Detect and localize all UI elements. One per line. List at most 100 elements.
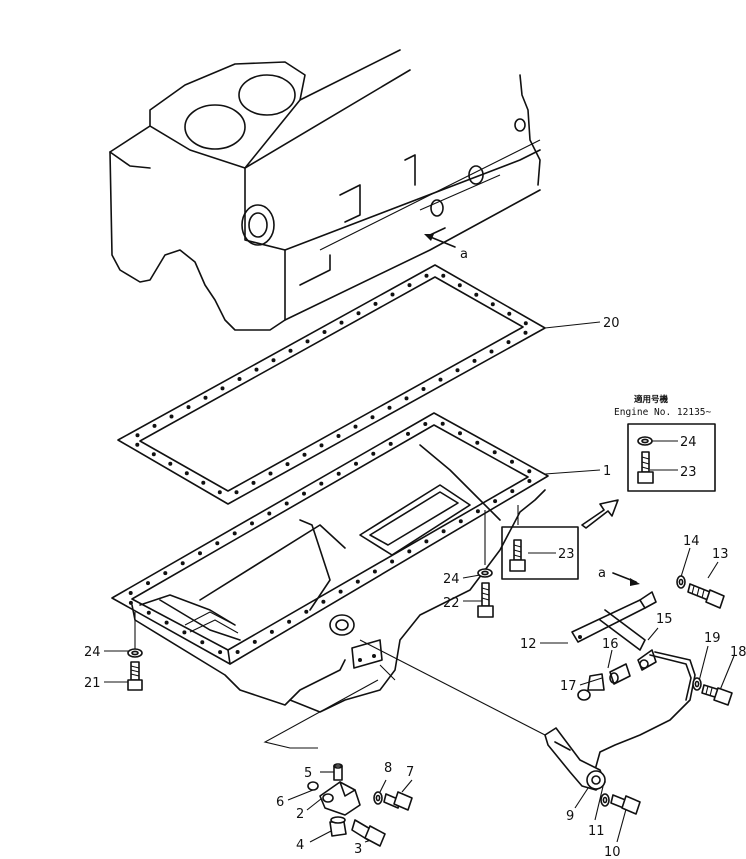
- bolt-hole: [305, 339, 310, 344]
- dipstick-bracket-assembly: [571, 591, 696, 771]
- washer-8: [373, 791, 383, 805]
- bolt-hole: [527, 479, 532, 483]
- bolt-hole: [234, 490, 239, 495]
- bolt-hole: [146, 610, 151, 615]
- bolt-hole: [441, 273, 446, 278]
- callout-24-note: 24: [680, 435, 697, 450]
- callout-22: 22: [443, 596, 460, 611]
- bolt-hole: [421, 387, 426, 391]
- bolt-hole: [404, 396, 409, 401]
- callout-13: 13: [712, 547, 729, 562]
- bolt-18: [701, 684, 733, 706]
- callout-5: 5: [304, 766, 312, 781]
- bolt-hole: [186, 405, 191, 410]
- oil-pan-bolt-holes: [128, 421, 532, 655]
- callout-18: 18: [730, 645, 746, 660]
- bolt-hole: [254, 367, 259, 372]
- engine-block: [109, 49, 541, 331]
- bolt-hole: [168, 461, 173, 466]
- bolt-hole: [232, 531, 237, 536]
- callout-1: 1: [603, 464, 611, 479]
- bolt-hole: [180, 561, 185, 566]
- bolt-hole: [319, 481, 324, 486]
- bolt-hole: [510, 489, 515, 494]
- bolt-hole: [198, 551, 202, 556]
- bolt-hole: [146, 581, 150, 586]
- callout-20: 20: [603, 316, 620, 331]
- bolt-hole: [441, 529, 446, 534]
- bolt-hole: [475, 440, 480, 445]
- oil-pan: [111, 412, 549, 713]
- callout-23-note: 23: [680, 465, 697, 480]
- callout-24-middle: 24: [443, 572, 460, 587]
- bolt-hole: [163, 571, 168, 576]
- bolt-hole: [339, 320, 344, 325]
- bolt-hole: [407, 283, 412, 288]
- bolt-hole: [390, 559, 395, 564]
- direction-arrow: [581, 499, 619, 529]
- callout-11: 11: [588, 824, 605, 839]
- bolt-hole: [237, 377, 242, 381]
- bolt-hole: [354, 461, 358, 466]
- bolt-hole: [336, 434, 341, 438]
- bolt-hole: [490, 302, 495, 307]
- bolt-hole: [268, 471, 273, 476]
- bolt-hole: [455, 368, 460, 373]
- bolt-hole: [390, 292, 395, 297]
- bolt-hole: [371, 451, 376, 456]
- callout-15: 15: [656, 612, 673, 627]
- bolt-hole: [135, 442, 140, 447]
- callout-21: 21: [84, 676, 101, 691]
- callout-9: 9: [566, 809, 574, 824]
- bolt-hole: [135, 433, 140, 438]
- callout-6: 6: [276, 795, 284, 810]
- bolt-22: [477, 582, 494, 618]
- dipstick-tube-end: [544, 727, 606, 791]
- bolt-21: [127, 661, 143, 691]
- callout-2: 2: [296, 807, 304, 822]
- bolt-hole: [218, 650, 223, 655]
- reference-arrow-a-block: a: [424, 234, 468, 262]
- bolt-hole: [370, 415, 375, 420]
- bolt-hole: [302, 491, 306, 496]
- o-ring-6: [307, 781, 319, 791]
- washer-14: [676, 575, 686, 589]
- leader-lines: [104, 321, 735, 843]
- bolt-hole: [215, 541, 220, 546]
- reference-label-a-bracket: a: [598, 566, 606, 581]
- bolt-hole: [388, 441, 393, 446]
- bolt-hole: [489, 349, 494, 354]
- bolt-hole: [322, 330, 327, 334]
- bolt-hole: [458, 431, 462, 436]
- bolt-hole: [169, 414, 174, 419]
- bolt-hole: [438, 377, 443, 382]
- bolt-hole: [373, 301, 378, 306]
- bolt-hole: [152, 423, 157, 428]
- bolt-hole: [523, 330, 528, 335]
- bolt-hole: [182, 630, 187, 635]
- reference-arrow-a-bracket: a: [598, 566, 640, 586]
- bolt-hole: [387, 405, 392, 410]
- bolt-hole: [493, 499, 498, 504]
- callout-24-left: 24: [84, 645, 101, 660]
- bolt-hole: [527, 469, 532, 474]
- bolt-7: [383, 791, 413, 811]
- bolt-hole: [474, 292, 479, 297]
- note-engine-number: Engine No. 12135~: [614, 407, 712, 418]
- bolt-hole: [510, 459, 514, 464]
- callout-3: 3: [354, 842, 362, 857]
- washer-24-middle: [477, 568, 493, 578]
- bolt-hole: [302, 452, 307, 457]
- bolt-hole: [252, 639, 257, 644]
- bolt-hole: [523, 321, 528, 326]
- bolt-hole: [319, 443, 324, 448]
- callout-8: 8: [384, 761, 392, 776]
- reference-label-a-block: a: [460, 247, 468, 262]
- callout-4: 4: [296, 838, 304, 853]
- bolt-hole: [406, 431, 410, 436]
- bolt-13: [687, 583, 725, 609]
- bolt-hole: [372, 569, 377, 574]
- bolt-hole: [423, 422, 428, 426]
- callout-17: 17: [560, 679, 577, 694]
